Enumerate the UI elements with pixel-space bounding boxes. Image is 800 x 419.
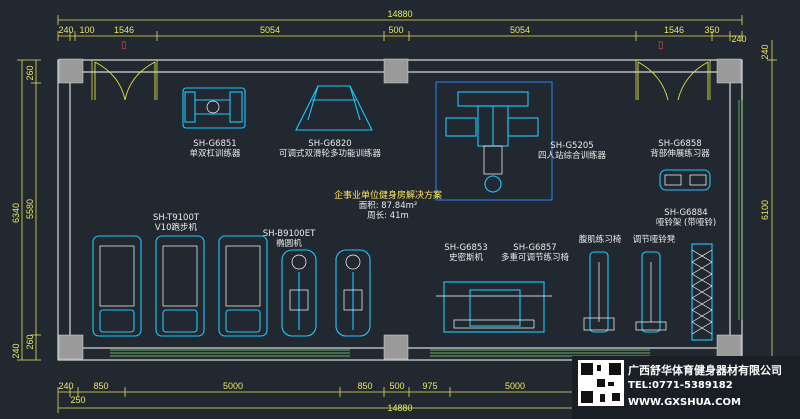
dim-top-6: 5054 (510, 25, 530, 35)
dim-bottom-2: 250 (70, 395, 85, 405)
svg-text:▯: ▯ (658, 40, 664, 51)
dim-left-bottom-a: 240 (11, 343, 21, 358)
dim-bottom-5: 850 (357, 381, 372, 391)
dim-bottom-1: 240 (58, 381, 73, 391)
door-right: ▯ (637, 40, 709, 101)
label-code-t9100t: SH-T9100T (153, 213, 200, 223)
equipment-g6851-drawing (182, 87, 246, 129)
label-code-b9100et: SH-B9100ET (263, 229, 316, 239)
equipment-g5205-drawing (435, 81, 553, 201)
label-name-b9100et: 椭圆机 (276, 238, 302, 249)
equipment-labels: SH-G6851 单双杠训练器 SH-G6820 可调式双滑轮多功能训练器 SH… (153, 139, 716, 263)
label-code-g6820: SH-G6820 (308, 139, 351, 149)
elliptical-drawings (281, 249, 371, 337)
label-code-g6857: SH-G6857 (513, 243, 556, 253)
dim-right-top: 240 (760, 44, 770, 59)
plan-title: 企事业单位健身房解决方案 面积: 87.84m² 周长: 41m (334, 189, 442, 221)
structural-columns (58, 58, 742, 360)
dim-top-8: 350 (704, 25, 719, 35)
dim-bottom-4: 5000 (223, 381, 243, 391)
dim-bottom-3: 850 (93, 381, 108, 391)
equipment-g6858-drawing (659, 169, 711, 191)
left-dimensions: 6340 5580 260 240 260 (11, 59, 41, 361)
company-name: 广西舒华体育健身器材有限公司 (628, 364, 782, 377)
dim-bottom-7: 975 (422, 381, 437, 391)
label-code-g6851: SH-G6851 (193, 139, 236, 149)
label-name-dumbbell-bench: 调节哑铃凳 (633, 234, 676, 245)
label-code-g5205: SH-G5205 (550, 141, 593, 151)
dim-top-4: 5054 (260, 25, 280, 35)
dim-top-9: 240 (731, 34, 746, 44)
label-name-g6884: 哑铃架 (带哑铃) (656, 217, 716, 228)
dim-top-3: 1546 (114, 25, 134, 35)
dumbbell-bench-drawing (635, 251, 667, 333)
label-name-g6853: 史密斯机 (449, 252, 484, 263)
plan-title-line1: 企事业单位健身房解决方案 (334, 189, 442, 201)
door-left: ▯ (94, 40, 156, 101)
equipment-g6853-g6857-drawing (436, 281, 552, 333)
qr-code (578, 360, 624, 406)
dim-top-2: 100 (79, 25, 94, 35)
plan-title-area: 面积: 87.84m² (359, 200, 418, 211)
label-name-g5205: 四人站综合训练器 (538, 150, 607, 161)
label-name-g6851: 单双杠训练器 (189, 148, 241, 159)
label-name-g6820: 可调式双滑轮多功能训练器 (279, 148, 382, 159)
equipment-g6820-drawing (295, 85, 373, 131)
label-name-ab-bench: 腹肌练习椅 (579, 234, 622, 245)
label-code-g6858: SH-G6858 (658, 139, 701, 149)
dim-right-main: 6100 (760, 200, 770, 220)
dim-bottom-total: 14880 (387, 403, 412, 413)
company-www[interactable]: WWW.GXSHUA.COM (628, 397, 741, 408)
dim-bottom-8: 5000 (505, 381, 525, 391)
dim-top-5: 500 (388, 25, 403, 35)
dim-left-outer: 6340 (11, 203, 21, 223)
label-name-t9100t: V10跑步机 (155, 222, 198, 233)
dim-left-top: 260 (25, 65, 35, 80)
label-name-g6858: 背部伸展练习器 (650, 148, 710, 159)
dim-top-total: 14880 (387, 9, 412, 19)
equipment-g6884-drawing (691, 243, 713, 341)
label-code-g6853: SH-G6853 (444, 243, 487, 253)
plan-title-perimeter: 周长: 41m (367, 210, 409, 221)
company-footer: 广西舒华体育健身器材有限公司 TEL:0771-5389182 WWW.GXSH… (572, 356, 800, 419)
label-name-g6857: 多重可调节练习椅 (501, 252, 570, 263)
dim-left-inner: 5580 (25, 199, 35, 219)
top-dimensions: 14880 240 100 1546 5054 500 5054 1546 35… (57, 9, 747, 44)
dim-bottom-6: 500 (389, 381, 404, 391)
dim-top-7: 1546 (664, 25, 684, 35)
dim-left-bottom-b: 260 (25, 334, 35, 349)
dim-top-1: 240 (58, 25, 73, 35)
ab-bench-drawing (583, 251, 615, 333)
company-tel: TEL:0771-5389182 (628, 380, 733, 391)
svg-text:▯: ▯ (121, 40, 127, 51)
treadmill-drawings (92, 235, 268, 337)
right-dimensions: 6100 240 240 (760, 40, 777, 376)
label-code-g6884: SH-G6884 (664, 208, 707, 218)
